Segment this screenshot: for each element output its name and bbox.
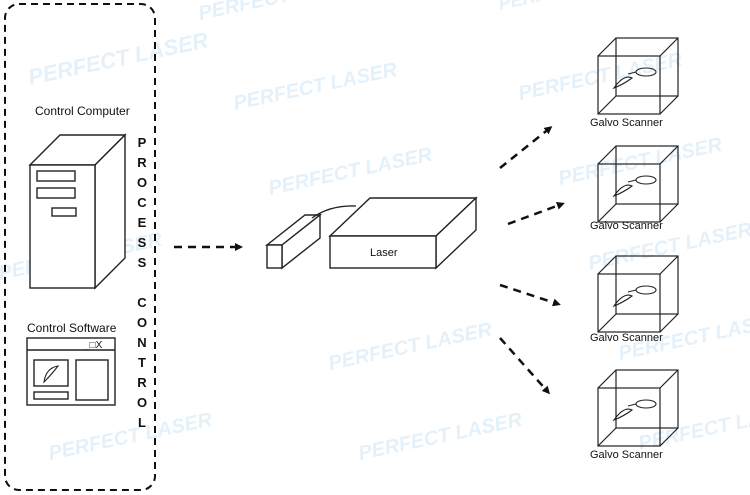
laser-source-box [328, 196, 478, 270]
process-control-label: PROCESS CONTROL [135, 135, 150, 435]
control-computer-label: Control Computer [35, 104, 130, 118]
galvo-scanner-label: Galvo Scanner [590, 117, 663, 129]
window-controls: _□X [83, 340, 103, 351]
galvo-scanner-3: Galvo Scanner [590, 255, 679, 344]
galvo-scanner-4: Galvo Scanner [590, 369, 679, 461]
galvo-scanner-label: Galvo Scanner [590, 220, 663, 232]
watermark-text: PERFECT LASER [326, 319, 494, 375]
laser-head-icon [264, 213, 323, 270]
galvo-scanner-label: Galvo Scanner [590, 449, 663, 461]
watermark-text: PERFECT LASER [497, 0, 648, 14]
watermark-text: PERFECT LASER [26, 27, 211, 90]
arrow-to-scanner-1 [499, 126, 553, 169]
watermark-text: PERFECT LASER [231, 59, 399, 115]
laser-label: Laser [370, 247, 398, 259]
galvo-scanner-label: Galvo Scanner [590, 332, 663, 344]
galvo-scanner-1: Galvo Scanner [590, 37, 679, 129]
laser-to-scanner-arrows [499, 126, 565, 395]
arrow-to-scanner-2 [507, 201, 565, 226]
arrow-to-scanner-4 [499, 337, 550, 395]
galvo-scanner-2: Galvo Scanner [590, 145, 679, 232]
software-window-icon [26, 337, 116, 406]
control-software-label: Control Software [27, 321, 117, 335]
arrow-to-scanner-3 [499, 283, 561, 307]
computer-tower-icon [28, 133, 127, 290]
watermark-text: PERFECT LASER [46, 409, 214, 465]
control-boundary [4, 3, 156, 491]
watermark-text: PERFECT LASER [266, 144, 434, 200]
watermark-text: PERFECT LASER [196, 0, 364, 25]
watermark-text: PERFECT LASER [356, 409, 524, 465]
fiber-cable [311, 205, 357, 219]
